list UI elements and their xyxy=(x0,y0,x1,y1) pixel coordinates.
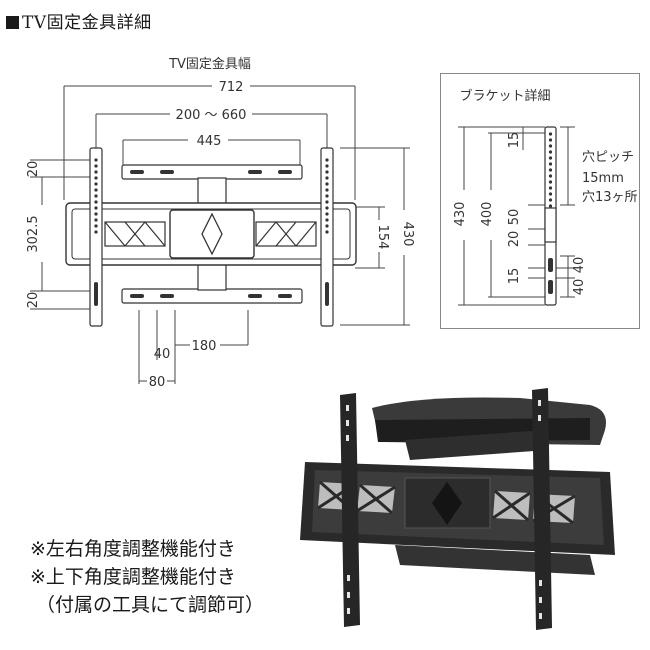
rail-hole xyxy=(94,182,98,186)
rail-hole xyxy=(325,164,329,168)
rail-hole xyxy=(325,170,329,174)
dim-200-660: 200 〜 660 xyxy=(176,108,247,123)
dim-20-bottom: 20 xyxy=(26,292,41,309)
bracket-dim-430: 430 xyxy=(453,202,468,227)
dim-20-top: 20 xyxy=(26,161,41,178)
rail-hole xyxy=(325,194,329,198)
product-photo xyxy=(300,388,615,630)
rail-hole xyxy=(325,158,329,162)
dim-302-5: 302.5 xyxy=(26,215,41,252)
bracket-hole xyxy=(548,138,553,142)
bracket-hole xyxy=(548,180,553,184)
bracket-dim-15-top: 15 xyxy=(507,132,522,149)
dim-430: 430 xyxy=(400,222,415,247)
dim-712: 712 xyxy=(219,80,244,95)
rail-hole xyxy=(325,188,329,192)
bracket-hole xyxy=(548,132,553,136)
front-view: TV固定金具幅 712 200 〜 660 445 20 302.5 20 xyxy=(26,56,415,390)
rail-hole xyxy=(325,200,329,204)
bracket-dim-40a: 40 xyxy=(572,257,587,274)
rail-hole xyxy=(325,224,329,228)
bracket-hole xyxy=(548,174,553,178)
hole-pitch-size: 15mm xyxy=(582,171,624,186)
rail-hole xyxy=(94,230,98,234)
rail-hole xyxy=(94,194,98,198)
bracket-dim-20: 20 xyxy=(507,231,522,248)
rail-hole xyxy=(94,158,98,162)
rail-hole xyxy=(94,218,98,222)
rail-hole xyxy=(94,224,98,228)
hole-pitch-count: 穴13ヶ所 xyxy=(582,190,638,205)
dim-445: 445 xyxy=(197,134,222,149)
bracket-dim-15-bottom: 15 xyxy=(507,268,522,285)
bracket-hole xyxy=(548,156,553,160)
title-text: TV固定金具詳細 xyxy=(22,13,152,33)
note-vertical-adjust: ※上下角度調整機能付き xyxy=(30,566,236,588)
note-horizontal-adjust: ※左右角度調整機能付き xyxy=(30,538,236,560)
rail-hole xyxy=(94,206,98,210)
rail-hole xyxy=(325,230,329,234)
rail-hole xyxy=(94,164,98,168)
bracket-hole xyxy=(548,144,553,148)
bracket-dim-50: 50 xyxy=(507,209,522,226)
bracket-hole xyxy=(548,204,553,208)
rail-slot xyxy=(325,282,329,306)
rail-hole xyxy=(325,212,329,216)
bracket-hole xyxy=(548,192,553,196)
square-bullet-icon xyxy=(6,16,19,29)
bracket-title: ブラケット詳細 xyxy=(459,88,550,104)
bracket-dim-40b: 40 xyxy=(572,279,587,296)
bracket-hole xyxy=(548,186,553,190)
rail-hole xyxy=(325,206,329,210)
dim-80: 80 xyxy=(149,375,166,390)
rail-hole xyxy=(94,188,98,192)
bracket-hole xyxy=(548,162,553,166)
dim-40: 40 xyxy=(154,347,171,362)
bracket-detail-frame xyxy=(440,73,640,329)
hole-pitch-label: 穴ピッチ xyxy=(582,150,634,165)
rail-hole xyxy=(325,218,329,222)
rail-slot xyxy=(94,282,98,306)
bracket-hole xyxy=(548,168,553,172)
rail-hole xyxy=(94,212,98,216)
page-title: TV固定金具詳細 xyxy=(6,8,152,33)
front-mount-graphic xyxy=(65,147,357,327)
rail-hole xyxy=(325,176,329,180)
rail-hole xyxy=(94,176,98,180)
bracket-detail: ブラケット詳細 430 400 15 50 20 15 40 40 xyxy=(453,88,587,306)
feature-notes: ※左右角度調整機能付き ※上下角度調整機能付き （付属の工具にて調節可） xyxy=(30,535,264,619)
rail-hole xyxy=(325,182,329,186)
dim-154: 154 xyxy=(375,225,390,250)
rail-holes xyxy=(94,158,329,306)
dim-180: 180 xyxy=(192,339,217,354)
rail-hole xyxy=(94,170,98,174)
note-tool-adjust: （付属の工具にて調節可） xyxy=(36,594,265,616)
bracket-hole xyxy=(548,150,553,154)
bracket-dim-400: 400 xyxy=(480,202,495,227)
bracket-hole xyxy=(548,198,553,202)
rail-hole xyxy=(94,200,98,204)
bracket-graphic xyxy=(544,126,557,306)
front-caption: TV固定金具幅 xyxy=(168,56,251,72)
bracket-holes xyxy=(548,132,553,208)
